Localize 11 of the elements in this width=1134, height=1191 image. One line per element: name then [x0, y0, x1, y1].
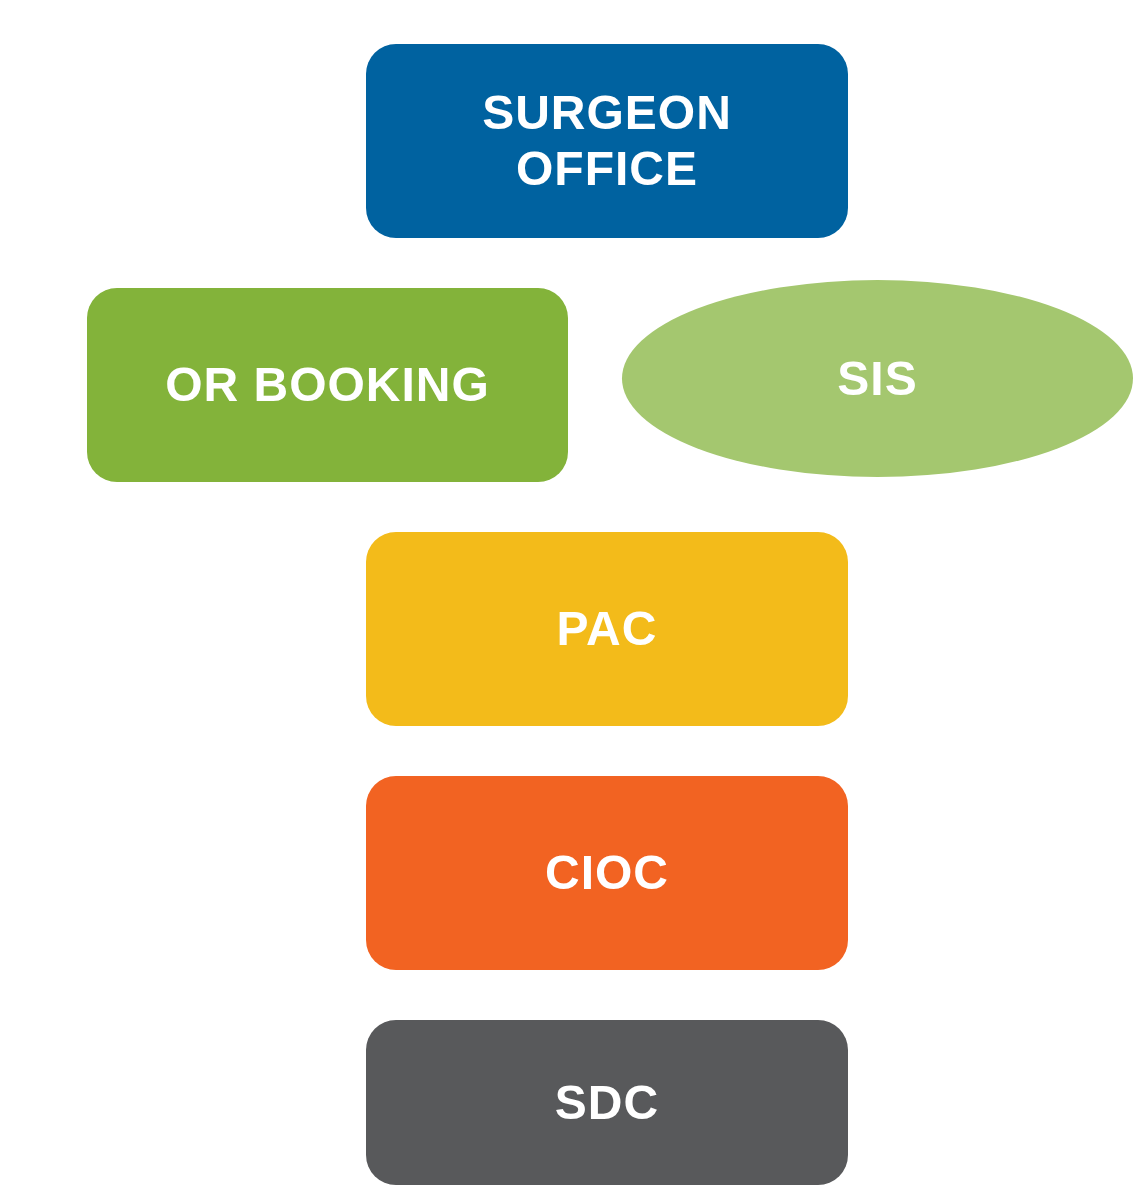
node-label: SIS	[837, 350, 918, 407]
node-label: SURGEON OFFICE	[481, 85, 733, 197]
process-box	[87, 288, 568, 482]
node-label: OR BOOKING	[165, 357, 490, 413]
node-label: PAC	[556, 601, 658, 657]
process-box	[366, 776, 848, 970]
process-box	[366, 532, 848, 726]
process-box	[366, 44, 848, 238]
node-label: SDC	[554, 1074, 660, 1131]
process-box	[366, 1020, 848, 1185]
node-label: CIOC	[545, 845, 669, 901]
